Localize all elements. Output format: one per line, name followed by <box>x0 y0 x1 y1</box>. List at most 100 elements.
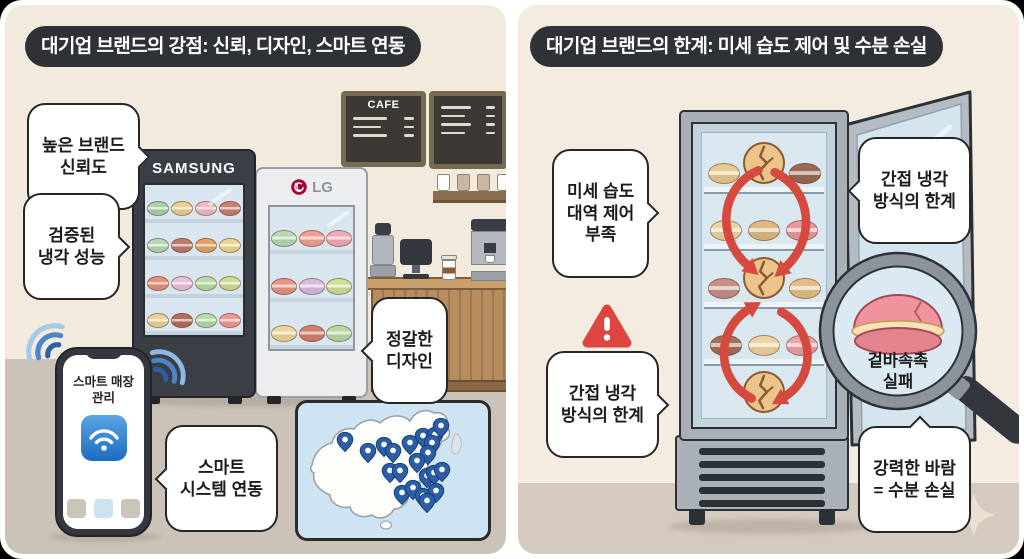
fridge-window-frame <box>691 122 837 429</box>
lg-fridge: LG <box>255 167 368 404</box>
fridge-foot <box>146 396 160 404</box>
samsung-display-case <box>143 183 245 337</box>
samsung-fridge: SAMSUNG <box>132 149 256 404</box>
phone-shadow <box>49 532 161 542</box>
macaron <box>271 277 298 295</box>
shelf-row <box>145 223 243 260</box>
smartphone: 스마트 매장 관리 <box>55 347 152 537</box>
mug <box>437 174 450 191</box>
lg-logo-text: LG <box>312 178 333 196</box>
shelf-row <box>270 302 353 349</box>
bubble-text: 스마트 시스템 연동 <box>180 457 263 499</box>
airflow-arrows <box>719 165 812 405</box>
phone-notch <box>85 349 122 359</box>
wifi-icon <box>88 429 119 451</box>
macaron <box>788 277 821 299</box>
bubble-text: 간접 냉각 방식의 한계 <box>873 169 956 211</box>
macaron <box>271 230 298 248</box>
store-map <box>295 400 491 541</box>
macaron <box>271 324 298 342</box>
menu-line <box>441 106 495 109</box>
macaron <box>147 275 169 291</box>
fridge-interior <box>701 132 827 419</box>
bubble-cooling: 검증된 냉각 성능 <box>23 193 131 300</box>
phone-screen: 스마트 매장 관리 <box>63 355 144 529</box>
fridge-foot <box>689 509 705 525</box>
takeaway-cup <box>441 255 457 280</box>
panel-brand-limits: 대기업 브랜드의 한계: 미세 습도 제어 및 수분 손실 <box>518 5 1019 554</box>
sparkle-icon <box>952 493 996 537</box>
lg-display-case <box>268 205 355 351</box>
fridge-foot <box>228 396 242 404</box>
menu-line <box>353 134 414 137</box>
macaron <box>707 163 740 185</box>
mug <box>497 174 506 191</box>
cracked-macaron <box>743 371 785 414</box>
menu-line <box>441 114 495 117</box>
map-pin-icon <box>408 452 426 474</box>
bubble-text: 미세 습도 대역 제어 부족 <box>567 181 635 245</box>
macaron <box>298 277 325 295</box>
china-map <box>309 409 462 530</box>
macaron <box>298 230 325 248</box>
macaron <box>788 163 821 185</box>
map-pin-icon <box>418 492 436 514</box>
macaron <box>147 200 169 216</box>
macaron <box>748 220 780 242</box>
mug <box>457 174 470 191</box>
mug <box>477 174 490 191</box>
fridge-compressor <box>675 435 849 511</box>
macaron <box>298 324 325 342</box>
map-pin-icon <box>391 462 409 484</box>
panel-brand-strengths: 대기업 브랜드의 강점: 신뢰, 디자인, 스마트 연동 CAFE <box>5 5 506 554</box>
map-pin-icon <box>432 417 450 439</box>
macaron <box>195 313 217 328</box>
macaron <box>195 275 217 291</box>
map-pin-icon <box>401 434 419 456</box>
lg-logo: LG <box>257 178 366 196</box>
bubble-indirect-cooling-left: 간접 냉각 방식의 한계 <box>546 351 670 458</box>
macaron <box>325 230 352 248</box>
bubble-text: 정갈한 디자인 <box>386 329 433 371</box>
hainan-island <box>379 520 393 530</box>
bubble-strong-wind: 강력한 바람 = 수분 손실 <box>858 415 971 533</box>
macaron <box>171 313 193 328</box>
warning-icon <box>582 304 632 348</box>
macaron <box>219 238 241 253</box>
left-title-banner: 대기업 브랜드의 강점: 신뢰, 디자인, 스마트 연동 <box>25 26 421 67</box>
shelf-row <box>270 254 353 302</box>
macaron <box>325 277 352 295</box>
cafe-sign-label: CAFE <box>367 99 400 111</box>
shelf-row <box>145 185 243 223</box>
bubble-brand-trust: 높은 브랜드 신뢰도 <box>27 103 151 210</box>
lg-logo-mark <box>291 179 307 195</box>
magnifier-caption: 겉바속촉 실패 <box>867 352 929 392</box>
menu-line <box>441 131 495 134</box>
macaron <box>147 238 169 253</box>
bubble-text: 간접 냉각 방식의 한계 <box>561 383 644 425</box>
bubble-indirect-cooling-top: 간접 냉각 방식의 한계 <box>847 137 971 244</box>
magnifier-lens <box>818 251 978 411</box>
room-wifi-icon <box>26 323 65 362</box>
menu-line <box>441 123 495 126</box>
coffee-grinder <box>370 223 396 277</box>
phone-app-title: 스마트 매장 관리 <box>73 375 134 406</box>
menu-line <box>353 125 414 128</box>
map-pin-icon <box>433 461 451 483</box>
map-pin-icon <box>384 442 402 464</box>
shelf-row <box>145 298 243 335</box>
fridge-foot <box>267 396 281 404</box>
bubble-text: 강력한 바람 = 수분 손실 <box>873 458 956 500</box>
bubble-tail <box>107 235 131 258</box>
map-pin-icon <box>359 442 377 464</box>
macaron <box>171 200 193 216</box>
right-title-banner: 대기업 브랜드의 한계: 미세 습도 제어 및 수분 손실 <box>530 26 943 67</box>
bubble-text: 높은 브랜드 신뢰도 <box>42 135 125 177</box>
macaron <box>325 324 352 342</box>
macaron <box>171 275 193 291</box>
menu-board-2 <box>429 91 506 169</box>
pos-terminal <box>399 239 433 279</box>
menu-line <box>353 117 414 120</box>
fridge-foot <box>819 509 835 525</box>
